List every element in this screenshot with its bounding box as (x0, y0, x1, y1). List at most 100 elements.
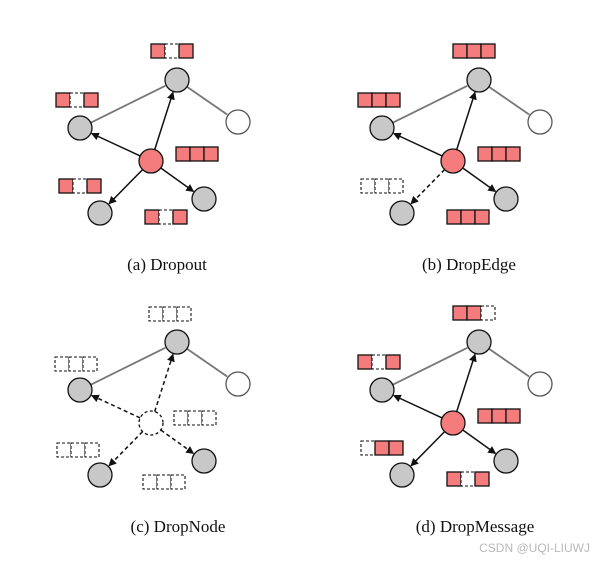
edge-center-to-left (392, 132, 443, 157)
panel-2: (b) DropEdge (357, 43, 553, 274)
feature-box-bottom-left (360, 178, 404, 194)
feature-box-center (173, 410, 217, 426)
feature-cell (175, 146, 191, 162)
node-top (466, 67, 492, 93)
edge-top-to-right (186, 86, 228, 116)
feature-cell (187, 410, 203, 426)
node-top (164, 329, 190, 355)
feature-cell (69, 92, 85, 108)
node-left (369, 115, 395, 141)
feature-cell (371, 354, 387, 370)
panel-caption: (a) Dropout (127, 255, 207, 274)
node-bottom-left (87, 462, 113, 488)
feature-cell (360, 440, 376, 456)
edge-center-to-left (90, 132, 141, 157)
panel-4: (d) DropMessage (357, 305, 553, 536)
feature-cell (148, 306, 164, 322)
node-left (67, 115, 93, 141)
feature-cell (178, 43, 194, 59)
feature-box-bottom-right (446, 471, 490, 487)
node-right (527, 371, 553, 397)
panel-1: (a) Dropout (55, 43, 251, 274)
feature-box-top (148, 306, 192, 322)
panel-caption: (d) DropMessage (416, 517, 535, 536)
node-bottom-right (191, 186, 217, 212)
edge-center-to-bottom-right (160, 167, 195, 193)
watermark-text: CSDN @UQI-LIUWJ (479, 541, 590, 555)
feature-cell (460, 209, 476, 225)
feature-cell (477, 146, 493, 162)
feature-cell (142, 474, 158, 490)
feature-box-center (175, 146, 219, 162)
feature-cell (491, 408, 507, 424)
feature-cell (144, 209, 160, 225)
feature-cell (201, 410, 217, 426)
feature-cell (56, 442, 72, 458)
feature-cell (203, 146, 219, 162)
feature-box-left (357, 354, 401, 370)
feature-cell (72, 178, 88, 194)
feature-cell (474, 471, 490, 487)
feature-box-center (477, 408, 521, 424)
feature-cell (164, 43, 180, 59)
feature-cell (491, 146, 507, 162)
edge-top-to-right (488, 348, 530, 378)
feature-cell (357, 92, 373, 108)
feature-cell (58, 178, 74, 194)
node-top (164, 67, 190, 93)
edge-center-to-bottom-right (462, 167, 497, 193)
feature-cell (86, 178, 102, 194)
feature-cell (374, 440, 390, 456)
edge-center-to-bottom-left (410, 169, 446, 205)
edge-top-to-right (488, 86, 530, 116)
panels-layer: (a) Dropout (b) DropEdge (c) DropNode (d) D… (54, 43, 553, 536)
feature-cell (172, 209, 188, 225)
node-bottom-left (389, 462, 415, 488)
node-right (225, 109, 251, 135)
feature-cell (480, 305, 496, 321)
feature-cell (158, 209, 174, 225)
feature-cell (452, 43, 468, 59)
feature-cell (54, 356, 70, 372)
node-center (138, 410, 164, 436)
feature-cell (150, 43, 166, 59)
feature-cell (505, 408, 521, 424)
feature-cell (480, 43, 496, 59)
panel-caption: (c) DropNode (131, 517, 226, 536)
panel-caption: (b) DropEdge (422, 255, 516, 274)
feature-box-bottom-right (446, 209, 490, 225)
feature-cell (162, 306, 178, 322)
feature-box-top (452, 43, 496, 59)
feature-box-bottom-right (142, 474, 186, 490)
edge-center-to-top (153, 353, 175, 412)
node-top (466, 329, 492, 355)
feature-box-left (357, 92, 401, 108)
node-right (225, 371, 251, 397)
feature-cell (82, 356, 98, 372)
edge-center-to-top (455, 353, 477, 412)
edge-center-to-bottom-left (410, 431, 446, 467)
feature-cell (84, 442, 100, 458)
feature-cell (357, 354, 373, 370)
edge-center-to-bottom-left (108, 169, 144, 205)
node-bottom-right (493, 448, 519, 474)
feature-cell (446, 209, 462, 225)
edge-center-to-top (455, 91, 477, 150)
edge-center-to-left (90, 394, 141, 419)
feature-cell (170, 474, 186, 490)
feature-cell (452, 305, 468, 321)
edge-center-to-top (153, 91, 175, 150)
feature-cell (176, 306, 192, 322)
feature-cell (388, 178, 404, 194)
edge-top-to-right (186, 348, 228, 378)
node-bottom-right (191, 448, 217, 474)
feature-cell (371, 92, 387, 108)
feature-cell (70, 442, 86, 458)
node-center (440, 148, 466, 174)
node-left (67, 377, 93, 403)
feature-box-center (477, 146, 521, 162)
node-bottom-left (87, 200, 113, 226)
feature-cell (68, 356, 84, 372)
feature-cell (505, 146, 521, 162)
